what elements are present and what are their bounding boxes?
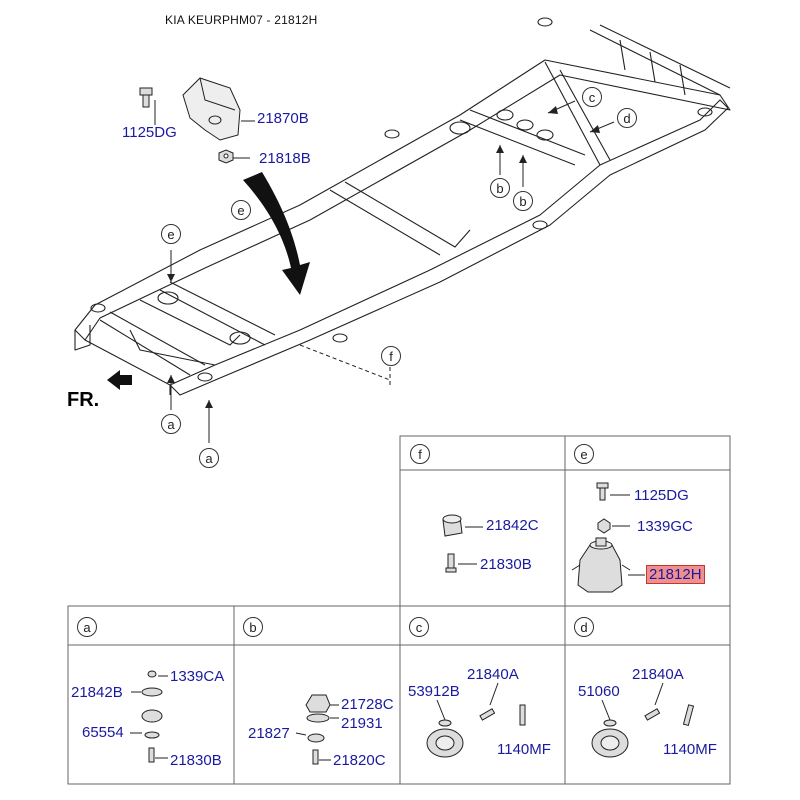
part-21827[interactable]: 21827 [248,725,290,742]
bolt-21830B [447,553,455,569]
panel-a-label: a [77,617,97,637]
cross-member-2 [159,281,276,346]
cross-member-5 [544,61,611,166]
frame-rail-left [74,59,731,341]
front-direction-arrow [107,370,132,390]
washer-21931 [306,713,330,723]
front-direction-label: FR. [67,389,100,411]
callout-b[interactable]: b [513,191,533,211]
washer-21827 [307,733,325,743]
part-21931[interactable]: 21931 [341,715,383,732]
part-21820C[interactable]: 21820C [333,752,386,769]
rear-bar [619,39,686,96]
callout-c[interactable]: c [582,87,602,107]
panel-b-label: b [243,617,263,637]
part-1125DG[interactable]: 1125DG [122,124,177,141]
bolt-21840A-d [644,708,661,721]
part-51060[interactable]: 51060 [578,683,620,700]
panel-d-label: d [574,617,594,637]
callout-f[interactable]: f [381,346,401,366]
callout-a[interactable]: a [199,448,219,468]
part-21840A[interactable]: 21840A [467,666,519,683]
bolt-21830B-a [148,747,155,763]
bolt-1125DG [139,87,153,108]
nut-1339GC [597,518,611,534]
part-21840A[interactable]: 21840A [632,666,684,683]
bushing-21728C [305,694,331,713]
bolt-1140MF-d [682,704,695,727]
mount-53912B [426,719,464,758]
cross-member-1 [99,311,206,376]
part-53912B[interactable]: 53912B [408,683,460,700]
part-21830B[interactable]: 21830B [480,556,532,573]
diagram-title: KIA KEURPHM07 - 21812H [165,13,318,27]
part-1140MF[interactable]: 1140MF [497,741,551,758]
part-21728C[interactable]: 21728C [341,696,394,713]
callout-a[interactable]: a [161,414,181,434]
front-crossmember [129,299,241,366]
bolt-1140MF-c [519,704,526,726]
nut-1339CA [147,670,157,678]
part-21830B[interactable]: 21830B [170,752,222,769]
engine-mount-21812H [571,537,631,593]
callout-e[interactable]: e [231,200,251,220]
panel-c-label: c [409,617,429,637]
front-bumper [74,325,171,395]
washer-21842B [141,687,163,697]
part-1339CA[interactable]: 1339CA [170,668,225,685]
bushing-65554 [141,709,163,723]
part-65554[interactable]: 65554 [82,724,124,741]
callout-e[interactable]: e [161,224,181,244]
part-21818B[interactable]: 21818B [259,150,311,167]
panel-f-label: f [410,444,430,464]
bolt-21820C [312,749,319,765]
nut-21818B [218,149,234,164]
frame-rail-right [169,99,729,396]
part-21812H-highlighted[interactable]: 21812H [646,565,705,584]
part-21870B[interactable]: 21870B [257,110,309,127]
part-1339GC[interactable]: 1339GC [637,518,693,535]
part-21842C[interactable]: 21842C [486,517,539,534]
cross-member-4 [459,109,586,166]
cross-member-3 [329,181,471,256]
pointer-arrow [243,172,310,295]
part-1140MF[interactable]: 1140MF [663,741,717,758]
bolt-21840A-c [479,708,496,721]
panel-e-label: e [574,444,594,464]
bracket-21870B [182,77,241,141]
part-1125DG[interactable]: 1125DG [634,487,689,504]
part-21842B[interactable]: 21842B [71,684,123,701]
callout-d[interactable]: d [617,108,637,128]
callout-b[interactable]: b [490,178,510,198]
mount-51060 [591,719,629,758]
cross-member-rear [589,24,731,96]
